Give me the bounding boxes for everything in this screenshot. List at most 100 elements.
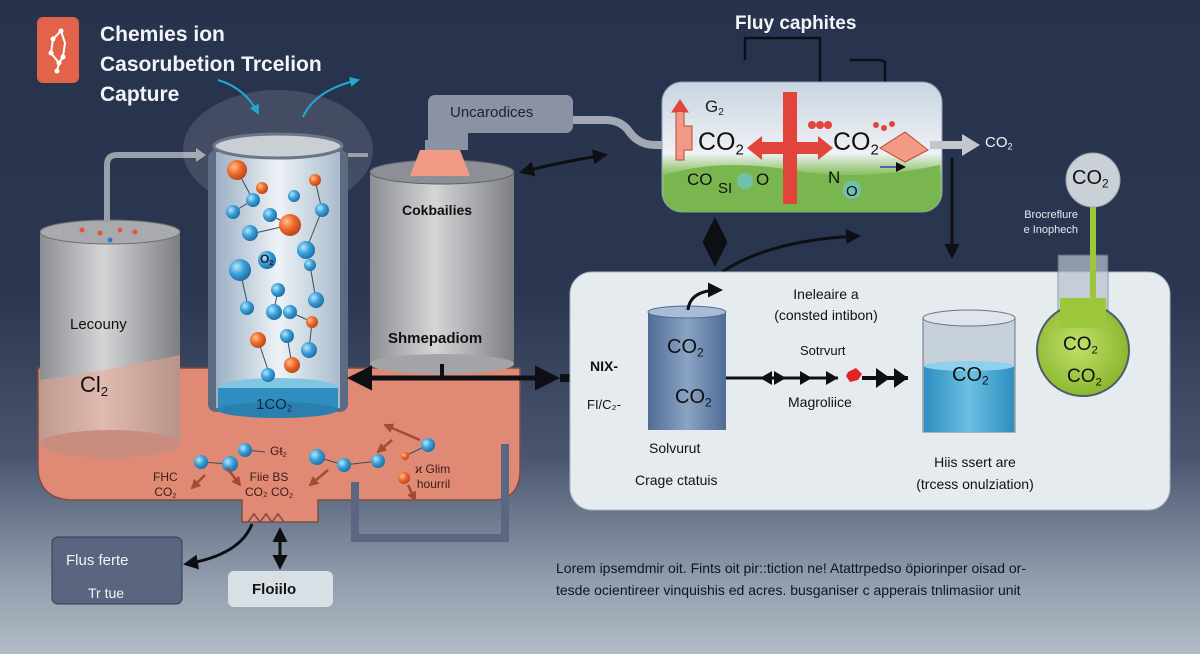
reactor-title: Fluy caphites [735, 13, 857, 34]
title-line-1: Chemies ion [100, 23, 225, 46]
transfer-arrowheads [876, 368, 908, 388]
floiilo-label: Floiilo [252, 581, 297, 598]
process-note: Ineleaire a (consted intibon) [752, 284, 900, 326]
left-tank-formula: Cl2 [80, 372, 108, 399]
flask-1-sub: 2 [1091, 344, 1098, 357]
solvent-arrow-bottom-label: Magroliice [788, 394, 852, 410]
basin-label-g2: Gŧ2 [270, 444, 287, 459]
basin-arrows [190, 423, 421, 502]
balloon-caption-2: e Inophech [1023, 224, 1078, 236]
solvent-tank-top: CO2 [667, 336, 704, 360]
title-line-2: Casorubetion Trcelion [100, 53, 322, 76]
reactor-o-right: O [846, 183, 858, 200]
output-main: CO [985, 134, 1008, 151]
balloon-caption-1: Brocreflure [1024, 209, 1078, 221]
catalyst-marker [846, 368, 862, 382]
co2-output-arrowhead [962, 134, 980, 156]
left-tank [39, 219, 181, 458]
balloon-caption: Brocreflure e Inophech [1000, 208, 1078, 238]
formula-main: Cl [80, 372, 101, 397]
tank2-caption-1: Hiis ssert are [934, 454, 1016, 470]
fhc-sub: 2 [172, 491, 177, 501]
glim-line1: ϰ Glim [415, 462, 451, 476]
middle-tank [369, 140, 515, 380]
fhc-line1: FHC [153, 470, 178, 484]
tank1-top-main: CO [667, 336, 697, 358]
fhc-line2: CO [154, 485, 173, 499]
fiie-line1: Fiie BS [249, 470, 289, 484]
fiie-line2: CO₂ CO [245, 485, 289, 499]
reactor-si: SI [718, 180, 733, 197]
fiie-sub: 2 [289, 491, 293, 501]
inflow-arrow [217, 79, 259, 115]
absorber-bottom-label: 1CO2 [256, 396, 292, 414]
formula-sub: 2 [100, 383, 109, 399]
note-line-2: (consted intibon) [774, 307, 878, 323]
page-title: Chemies ion Casorubetion Trcelion Captur… [100, 20, 322, 110]
absorber-column [183, 90, 373, 418]
output-sub: 2 [1007, 141, 1013, 152]
flask-label-1: CO2 [1063, 334, 1098, 356]
co2-left-main: CO [698, 128, 736, 156]
reactor-o-left: O [756, 170, 770, 189]
curve-arrow [721, 229, 861, 274]
glim-line2: hourril [416, 477, 451, 491]
solvent-arrowheads [760, 371, 838, 385]
reactor-co2-left: CO2 [698, 128, 744, 159]
balloon-sub: 2 [1102, 176, 1109, 191]
basin-label-glim: ϰ Glim hourril [415, 462, 450, 492]
solvent-tank-bottom: CO2 [675, 386, 712, 410]
reactor-co: CO [687, 170, 713, 189]
solvent-tank [647, 282, 727, 430]
flus-line1: Flus ferte [66, 552, 129, 569]
tank2-main: CO [952, 364, 982, 386]
storage-tank [922, 309, 1016, 433]
co2-right-sub: 2 [870, 141, 879, 159]
basin-label-fhc: FHC CO2 [153, 470, 178, 503]
flask [1036, 152, 1130, 397]
reactor-n: N [828, 168, 841, 187]
tank1-top-sub: 2 [697, 345, 704, 360]
storage-tank-label: CO2 [952, 364, 989, 388]
solvent-arrow-top-label: Sotrvurt [800, 343, 846, 358]
basin-molecule-balls [194, 438, 435, 484]
feed-pipe-arrowhead [196, 148, 206, 162]
tank1-bottom-sub: 2 [705, 395, 712, 410]
loop-arrow-2 [850, 58, 892, 103]
footer-line-2: tesde ocientireer vinquishis ed acres. b… [556, 582, 1021, 598]
tank1-bottom-main: CO [675, 386, 705, 408]
note-line-1: Ineleaire a [793, 286, 859, 302]
co2-right-main: CO [833, 128, 871, 156]
recycle-arrow [519, 149, 608, 177]
reactor-panel [661, 81, 943, 213]
floiilo-box [228, 571, 333, 607]
g2-main: G [705, 97, 719, 116]
middle-tank-top-label: Cokbailies [402, 202, 473, 218]
flask-2-sub: 2 [1095, 376, 1102, 389]
logo [37, 17, 79, 83]
middle-tank-bottom-label: Shmepadiom [388, 330, 483, 347]
flus-ferte-label: Flus ferte Tr tue [66, 545, 129, 609]
feed-pipe [104, 152, 198, 222]
title-line-3: Capture [100, 83, 180, 106]
tank2-sub: 2 [982, 373, 989, 388]
o2-sub: 2 [269, 258, 274, 268]
o2-main: O [260, 252, 270, 266]
reactor-co2-right: CO2 [833, 128, 879, 159]
molecule-chain-icon [48, 28, 67, 74]
pipe-label: Uncarodices [450, 104, 534, 121]
basin-label-fiie: Fiie BS CO₂ CO2 [245, 470, 293, 503]
bottom-main: 1CO [256, 396, 287, 413]
gas-pipe [573, 116, 672, 149]
flus-ferte-box [51, 536, 183, 605]
footer-line-1: Lorem ipsemdmir oit. Fints oit pir::tict… [556, 560, 1026, 576]
footer-description: Lorem ipsemdmir oit. Fints oit pir::tict… [556, 557, 1156, 601]
balloon-main: CO [1072, 167, 1102, 189]
reactor-output-label: CO2 [985, 134, 1013, 152]
g2-basin-sub: 2 [282, 450, 287, 460]
flask-1-main: CO [1063, 334, 1092, 355]
flus-line2: Tr tue [88, 585, 125, 601]
balloon-label: CO2 [1072, 167, 1109, 191]
tank2-caption-2: (trcess onulziation) [916, 476, 1034, 492]
solvent-tank-status: Crage ctatuis [635, 472, 718, 488]
